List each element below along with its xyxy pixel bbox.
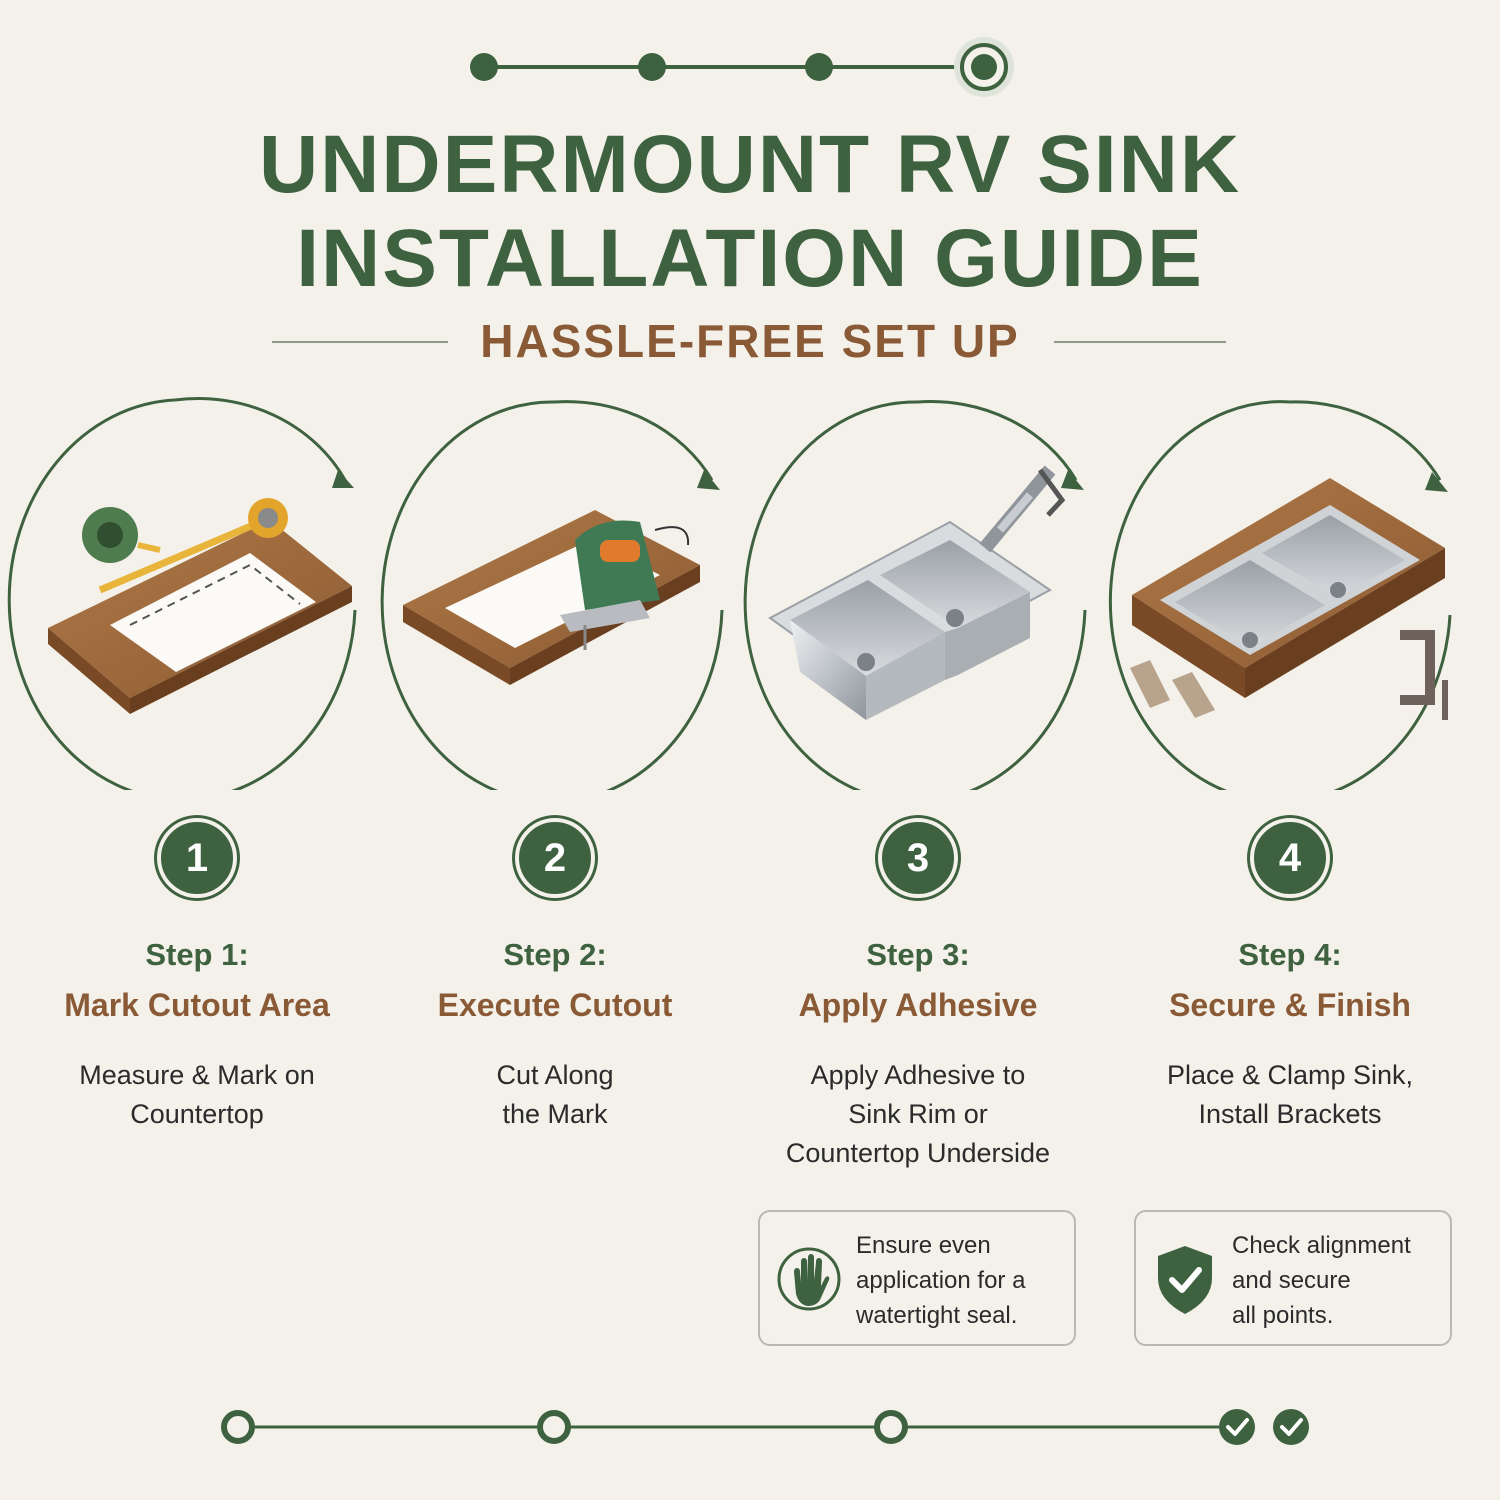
progress-dot-2 — [638, 53, 666, 81]
bottom-progress-indicator — [221, 1409, 1309, 1445]
clamp-brackets-icon — [1108, 400, 1452, 790]
step-illustrations — [7, 397, 1452, 790]
step-name: Apply Adhesive — [798, 987, 1038, 1023]
step-4: 4 Step 4: Secure & Finish Place & Clamp … — [1110, 818, 1470, 1134]
step-description-line: Sink Rim or — [848, 1099, 988, 1129]
caulk-gun-sink-icon — [743, 400, 1087, 790]
step-description-line: Countertop — [130, 1099, 264, 1129]
step-label: Step 3: — [866, 937, 970, 972]
tip-text-line: all points. — [1232, 1302, 1334, 1329]
step-label: Step 1: — [145, 937, 249, 972]
step-label: Step 2: — [503, 937, 607, 972]
tip-text-line: watertight seal. — [856, 1302, 1018, 1329]
subtitle-rule-right — [1054, 341, 1226, 343]
tip-text-line: Ensure even — [856, 1232, 991, 1259]
step-description-line: the Mark — [502, 1099, 608, 1129]
step-name: Secure & Finish — [1169, 987, 1411, 1023]
step-description: Measure & Mark on Countertop — [17, 1056, 377, 1134]
tip-text-line: and secure — [1232, 1267, 1351, 1294]
step-description: Cut Along the Mark — [375, 1056, 735, 1134]
step-description-line: Measure & Mark on — [79, 1060, 315, 1090]
subtitle: HASSLE-FREE SET UP — [480, 315, 1020, 367]
progress-node-check-1 — [1219, 1409, 1255, 1445]
tip-box-alignment: Check alignment and secure all points. — [1134, 1210, 1452, 1346]
progress-node-open-2 — [537, 1410, 571, 1444]
page-title-line-2: INSTALLATION GUIDE — [296, 213, 1204, 304]
step-description-line: Countertop Underside — [785, 1138, 1051, 1168]
progress-dot-3 — [805, 53, 833, 81]
step-label: Step 4: — [1238, 937, 1342, 972]
top-progress-indicator — [470, 37, 1014, 97]
progress-dot-1 — [470, 53, 498, 81]
step-number-badge: 4 — [1250, 818, 1330, 898]
progress-node-open-3 — [874, 1410, 908, 1444]
page-title-line-1: UNDERMOUNT RV SINK — [258, 119, 1242, 210]
hand-icon — [777, 1247, 841, 1311]
step-name: Mark Cutout Area — [64, 987, 330, 1023]
subtitle-row: HASSLE-FREE SET UP — [0, 316, 1500, 366]
tip-box-seal: Ensure even application for a watertight… — [758, 1210, 1076, 1346]
progress-node-check-2 — [1273, 1409, 1309, 1445]
step-3: 3 Step 3: Apply Adhesive Apply Adhesive … — [738, 818, 1098, 1173]
subtitle-rule-left — [272, 341, 448, 343]
step-number-badge: 2 — [515, 818, 595, 898]
step-number-badge: 1 — [157, 818, 237, 898]
step-1: 1 Step 1: Mark Cutout Area Measure & Mar… — [17, 818, 377, 1134]
step-description: Place & Clamp Sink, Install Brackets — [1110, 1056, 1470, 1134]
tip-text-line: application for a — [856, 1267, 1026, 1294]
step-name: Execute Cutout — [437, 987, 673, 1023]
progress-node-open-1 — [221, 1410, 255, 1444]
tip-text: Ensure even application for a watertight… — [856, 1228, 1071, 1333]
step-description: Apply Adhesive to Sink Rim or Countertop… — [738, 1056, 1098, 1173]
tip-text-line: Check alignment — [1232, 1232, 1411, 1259]
step-number-badge: 3 — [878, 818, 958, 898]
shield-check-icon — [1158, 1246, 1212, 1314]
step-description-line: Place & Clamp Sink, — [1166, 1060, 1414, 1090]
step-2: 2 Step 2: Execute Cutout Cut Along the M… — [375, 818, 735, 1134]
tip-text: Check alignment and secure all points. — [1232, 1228, 1447, 1333]
tape-measure-countertop-icon — [7, 397, 357, 790]
jigsaw-icon — [380, 400, 724, 790]
progress-dot-current — [971, 54, 997, 80]
step-description-line: Install Brackets — [1198, 1099, 1382, 1129]
step-description-line: Apply Adhesive to — [810, 1060, 1026, 1090]
step-description-line: Cut Along — [496, 1060, 614, 1090]
